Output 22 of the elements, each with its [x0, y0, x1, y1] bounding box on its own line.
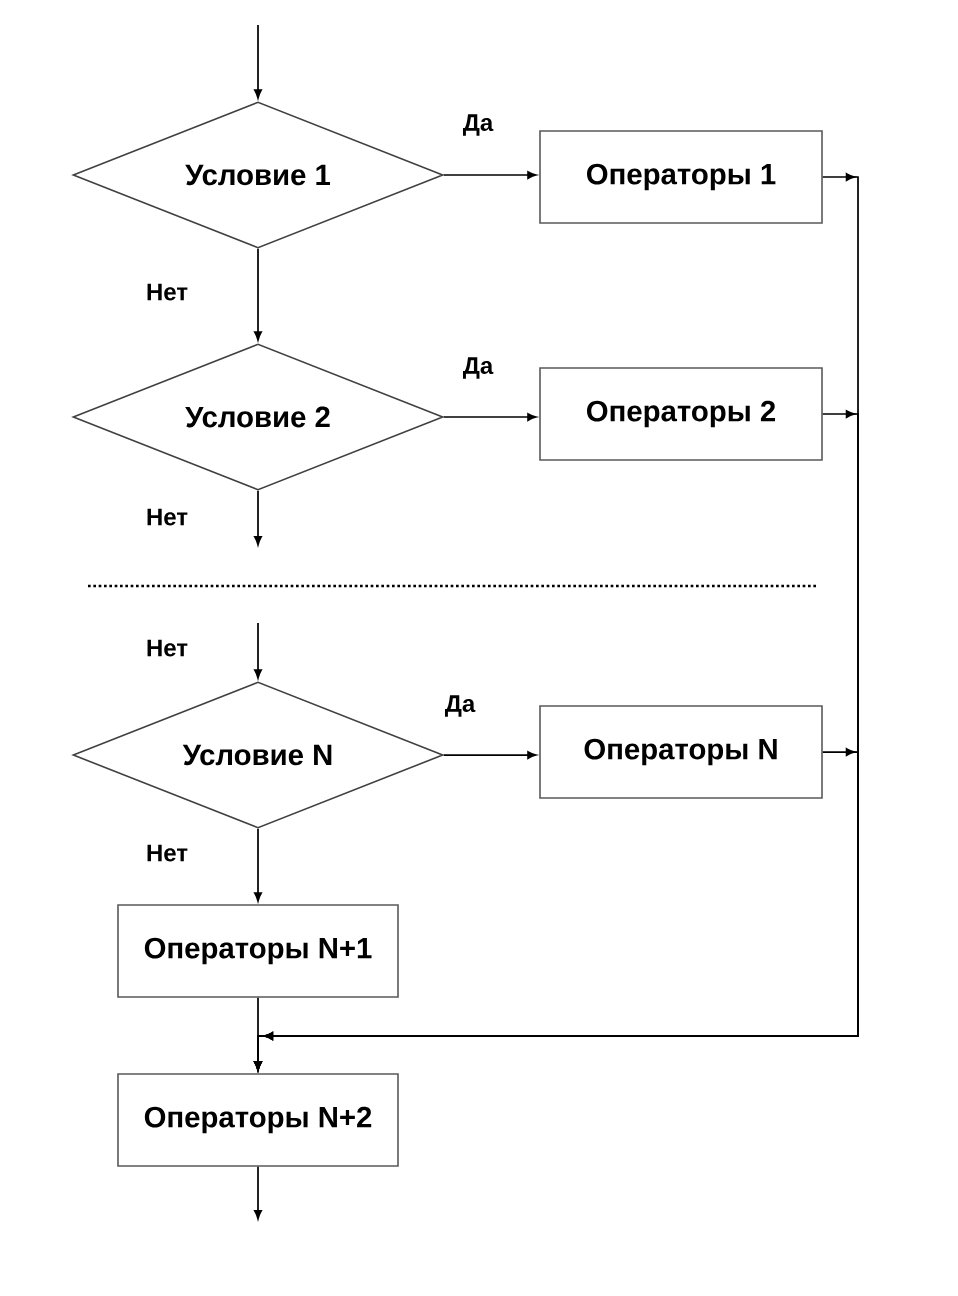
arrow: [254, 622, 262, 679]
arrow: [254, 24, 262, 99]
arrow: [254, 996, 262, 1071]
process-box: Операторы N+1: [117, 904, 399, 998]
arrow: [254, 247, 262, 341]
arrow: [442, 171, 537, 179]
edge-label: Да: [461, 356, 495, 380]
process-box: Операторы N: [539, 705, 823, 799]
process-box: Операторы 1: [539, 130, 823, 224]
edge-label: Нет: [144, 507, 190, 527]
arrow: [254, 827, 262, 902]
arrow: [442, 751, 537, 759]
edge-label: Да: [461, 113, 495, 137]
arrow: [254, 1165, 262, 1220]
edge-label: Нет: [144, 282, 190, 302]
process-box: Операторы N+2: [117, 1073, 399, 1167]
edge-label: Нет: [144, 843, 190, 863]
edge-label: Да: [443, 694, 477, 718]
process-box: Операторы 2: [539, 367, 823, 461]
arrow: [442, 413, 537, 421]
edge-label: Нет: [144, 638, 190, 658]
arrow: [254, 489, 262, 546]
